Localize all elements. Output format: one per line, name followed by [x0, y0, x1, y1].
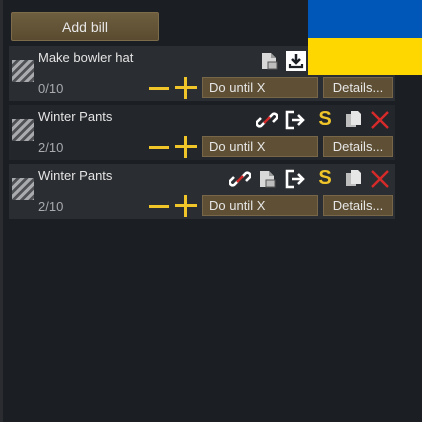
copy-icon[interactable] [343, 168, 365, 190]
repeat-mode-button[interactable]: Do until X [202, 195, 318, 216]
bill-name: Winter Pants [38, 109, 113, 124]
bill-count: 2/10 [38, 199, 64, 214]
add-bill-button[interactable]: Add bill [11, 12, 159, 41]
details-button[interactable]: Details... [323, 136, 393, 157]
plus-icon[interactable] [175, 77, 197, 99]
minus-icon[interactable] [149, 146, 169, 149]
link-broken-icon[interactable] [229, 168, 251, 190]
details-button[interactable]: Details... [323, 77, 393, 98]
ukraine-flag [308, 0, 422, 75]
bill-name: Make bowler hat [38, 50, 134, 65]
link-broken-icon[interactable] [256, 109, 278, 131]
bill-row: Winter Pants 2/10 S Do until X Details..… [9, 105, 395, 160]
store-icon[interactable]: S [318, 167, 332, 189]
delete-icon[interactable] [369, 109, 391, 131]
flag-blue-stripe [308, 0, 422, 38]
drag-handle-icon[interactable] [12, 178, 34, 200]
minus-icon[interactable] [149, 205, 169, 208]
minus-icon[interactable] [149, 87, 169, 90]
flag-yellow-stripe [308, 38, 422, 75]
export-icon[interactable] [284, 109, 306, 131]
bill-name: Winter Pants [38, 168, 113, 183]
plus-icon[interactable] [175, 195, 197, 217]
panel-edge [0, 0, 3, 422]
bill-count: 0/10 [38, 81, 64, 96]
drag-handle-icon[interactable] [12, 119, 34, 141]
repeat-mode-button[interactable]: Do until X [202, 136, 318, 157]
repeat-mode-button[interactable]: Do until X [202, 77, 318, 98]
bill-count: 2/10 [38, 140, 64, 155]
export-icon[interactable] [284, 168, 306, 190]
download-icon[interactable] [285, 50, 307, 72]
paste-icon[interactable] [258, 50, 280, 72]
copy-icon[interactable] [343, 109, 365, 131]
details-button[interactable]: Details... [323, 195, 393, 216]
bill-row: Winter Pants 2/10 S Do until X Details..… [9, 164, 395, 219]
delete-icon[interactable] [369, 168, 391, 190]
store-icon[interactable]: S [318, 108, 332, 130]
plus-icon[interactable] [175, 136, 197, 158]
drag-handle-icon[interactable] [12, 60, 34, 82]
paste-icon[interactable] [256, 168, 278, 190]
